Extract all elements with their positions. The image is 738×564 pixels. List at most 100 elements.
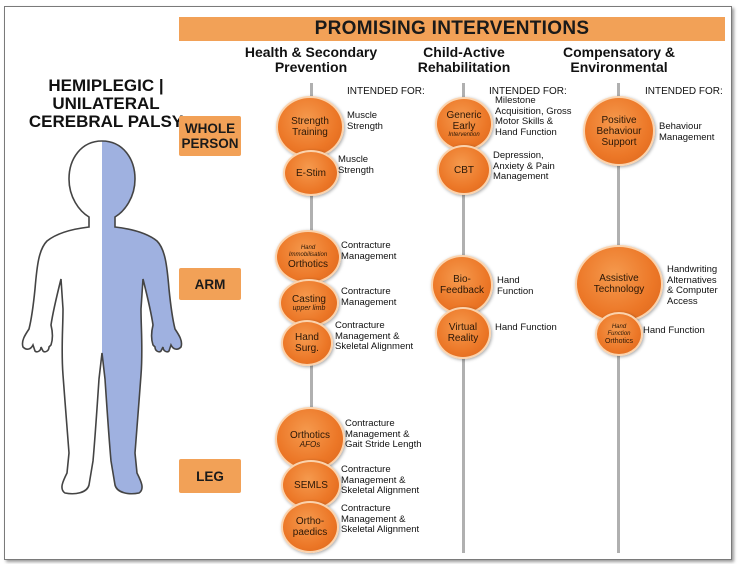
title-line3: CEREBRAL PALSY bbox=[28, 112, 184, 131]
assistive-desc-1: Handwriting bbox=[667, 264, 718, 275]
column-header-comp-line2: Environmental bbox=[570, 59, 668, 75]
column-header-health-line2: Prevention bbox=[274, 59, 348, 75]
generic-label-2: Early bbox=[452, 120, 476, 132]
estim-desc-2: Strength bbox=[338, 164, 374, 176]
column-header-health: Health & Secondary Prevention bbox=[231, 45, 391, 75]
cbt-label: CBT bbox=[454, 164, 474, 176]
positive-label-3: Support bbox=[601, 136, 637, 148]
strength-desc-2: Strength bbox=[347, 120, 383, 132]
child-body-illustration bbox=[21, 140, 183, 495]
strength-desc-1: Muscle bbox=[347, 110, 378, 121]
estim-label: E-Stim bbox=[296, 167, 326, 179]
hand-func-description: Hand Function bbox=[643, 325, 705, 336]
column-header-health-line1: Health & Secondary bbox=[244, 44, 378, 60]
hand-surg-label-1: Hand bbox=[295, 332, 319, 343]
strength-description: Muscle Strength bbox=[347, 110, 383, 132]
strength-label-1: Strength bbox=[291, 116, 329, 127]
orthopaedics-desc-2: Management & bbox=[341, 513, 406, 525]
assistive-label-2: Technology bbox=[593, 284, 645, 295]
positive-desc-1: Behaviour bbox=[659, 121, 702, 132]
assistive-label-1: Assistive bbox=[599, 273, 639, 284]
hand-orthotics-sub-2: Immobilisation bbox=[288, 251, 328, 258]
orthopaedics-desc-3: Skeletal Alignment bbox=[341, 524, 420, 535]
orthopaedics-description: Contracture Management & Skeletal Alignm… bbox=[341, 503, 420, 536]
biofeedback-desc-1: Hand bbox=[497, 275, 520, 286]
afo-desc-1: Contracture bbox=[345, 418, 395, 429]
hand-func-label: Orthotics bbox=[604, 337, 633, 345]
orthopaedics-desc-1: Contracture bbox=[341, 503, 391, 514]
hand-orthotics-description: Contracture Management bbox=[341, 240, 397, 262]
row-label-whole-person: WHOLE PERSON bbox=[179, 116, 241, 156]
hand-surg-desc-1: Contracture bbox=[335, 320, 385, 331]
positive-label-1: Positive bbox=[601, 114, 637, 126]
circle-cbt: CBT bbox=[437, 145, 491, 195]
row-label-arm: ARM bbox=[179, 268, 241, 300]
hand-orthotics-desc-2: Management bbox=[341, 250, 397, 262]
title-line2: UNILATERAL bbox=[52, 94, 160, 113]
positive-description: Behaviour Management bbox=[659, 121, 715, 143]
hand-surg-description: Contracture Management & Skeletal Alignm… bbox=[335, 320, 414, 353]
generic-description: Milestone Acquisition, Gross Motor Skill… bbox=[495, 95, 572, 138]
positive-desc-2: Management bbox=[659, 131, 715, 143]
circle-biofeedback: Bio- Feedback bbox=[431, 255, 493, 315]
circle-hand-function-orthotics: Hand Function Orthotics bbox=[595, 312, 643, 356]
hand-surg-desc-3: Skeletal Alignment bbox=[335, 341, 414, 352]
afo-label: Orthotics bbox=[289, 430, 330, 441]
circle-hand-surgery: Hand Surg. bbox=[281, 320, 333, 366]
circle-generic-early-intervention: Generic Early Intervention bbox=[435, 97, 493, 151]
circle-hand-immobilisation-orthotics: Hand Immobilisation Orthotics bbox=[275, 230, 341, 284]
hand-surg-desc-2: Management & bbox=[335, 330, 400, 342]
afo-desc-2: Management & bbox=[345, 428, 410, 440]
semls-description: Contracture Management & Skeletal Alignm… bbox=[341, 464, 420, 497]
afo-sub: AFOs bbox=[299, 440, 321, 449]
afo-desc-3: Gait Stride Length bbox=[345, 439, 422, 450]
column-header-comp-line1: Compensatory & bbox=[562, 44, 676, 60]
semls-desc-2: Management & bbox=[341, 474, 406, 486]
circle-strength-training: Strength Training bbox=[276, 96, 344, 158]
row-label-whole-line1: WHOLE bbox=[184, 121, 236, 136]
hand-surg-label-2: Surg. bbox=[295, 343, 319, 354]
row-label-leg: LEG bbox=[179, 459, 241, 493]
cbt-desc-1: Depression, bbox=[493, 150, 544, 161]
casting-desc-2: Management bbox=[341, 296, 397, 308]
semls-desc-1: Contracture bbox=[341, 464, 391, 475]
biofeedback-label-1: Bio- bbox=[453, 274, 471, 285]
generic-desc-4: Hand Function bbox=[495, 126, 557, 138]
column-header-child-line1: Child-Active bbox=[423, 44, 505, 60]
assistive-desc-2: Alternatives bbox=[667, 274, 717, 286]
hand-orthotics-desc-1: Contracture bbox=[341, 240, 391, 251]
column-header-child: Child-Active Rehabilitation bbox=[389, 45, 539, 75]
hand-orthotics-sub-1: Hand bbox=[300, 244, 316, 251]
assistive-desc-4: Access bbox=[667, 295, 698, 307]
orthopaedics-label-2: paedics bbox=[292, 527, 328, 538]
casting-description: Contracture Management bbox=[341, 286, 397, 308]
cbt-desc-2: Anxiety & Pain bbox=[493, 160, 555, 172]
strength-label-2: Training bbox=[292, 127, 328, 138]
circle-e-stim: E-Stim bbox=[283, 150, 339, 196]
column-header-comp: Compensatory & Environmental bbox=[539, 45, 699, 75]
circle-virtual-reality: Virtual Reality bbox=[435, 307, 491, 359]
banner-title: PROMISING INTERVENTIONS bbox=[179, 17, 725, 41]
assistive-description: Handwriting Alternatives & Computer Acce… bbox=[667, 264, 718, 307]
generic-label-1: Generic bbox=[446, 109, 482, 121]
hand-func-sub-1: Hand bbox=[611, 323, 627, 330]
orthopaedics-label-1: Ortho- bbox=[295, 516, 325, 527]
estim-description: Muscle Strength bbox=[338, 154, 374, 176]
cbt-description: Depression, Anxiety & Pain Management bbox=[493, 150, 555, 183]
virtual-label-2: Reality bbox=[447, 333, 479, 344]
circle-orthopaedics: Ortho- paedics bbox=[281, 501, 339, 553]
casting-desc-1: Contracture bbox=[341, 286, 391, 297]
estim-desc-1: Muscle bbox=[338, 154, 369, 165]
intended-for-child: INTENDED FOR: bbox=[489, 86, 567, 97]
afo-description: Contracture Management & Gait Stride Len… bbox=[345, 418, 422, 451]
intended-for-comp: INTENDED FOR: bbox=[645, 86, 723, 97]
hand-orthotics-label: Orthotics bbox=[287, 258, 328, 270]
generic-desc-3: Motor Skills & bbox=[495, 116, 554, 127]
positive-label-2: Behaviour bbox=[596, 125, 642, 137]
title-line1: HEMIPLEGIC | bbox=[48, 76, 164, 95]
diagram-frame: PROMISING INTERVENTIONS Health & Seconda… bbox=[4, 6, 732, 560]
row-label-whole-line2: PERSON bbox=[181, 136, 239, 151]
cbt-desc-3: Management bbox=[493, 171, 549, 182]
semls-desc-3: Skeletal Alignment bbox=[341, 485, 420, 496]
casting-label: Casting bbox=[292, 294, 326, 305]
